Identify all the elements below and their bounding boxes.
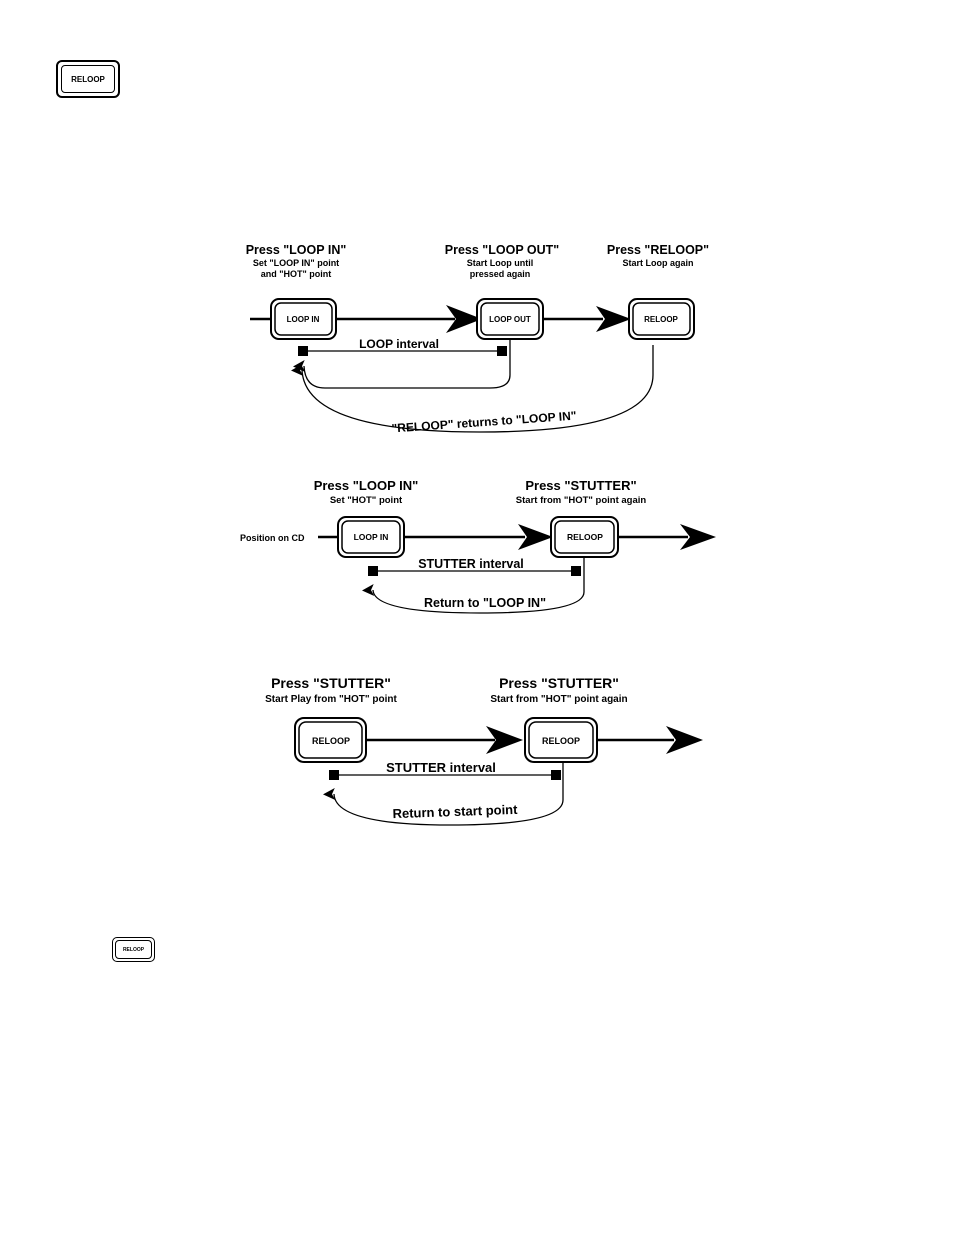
d2-loop-in-button: LOOP IN — [337, 516, 405, 558]
d1-step2-sub2: pressed again — [470, 269, 531, 279]
diagram-stutter-start-point: Press "STUTTER" Start Play from "HOT" po… — [265, 675, 703, 826]
d2-interval-end-marker — [571, 566, 581, 576]
d2-position-label: Position on CD — [240, 533, 305, 543]
d1-step1-sub1: Set "LOOP IN" point — [253, 258, 339, 268]
d1-step1-sub2: and "HOT" point — [261, 269, 332, 279]
reloop-button-small-icon: RELOOP — [112, 937, 155, 962]
d3-step2-sub1: Start from "HOT" point again — [490, 694, 627, 705]
d2-arrow-2 — [680, 524, 716, 550]
d2-return-label: Return to "LOOP IN" — [424, 596, 546, 610]
d3-btn1-label: RELOOP — [312, 736, 350, 746]
reloop-button-label: RELOOP — [61, 65, 115, 93]
d1-loop-in-label: LOOP IN — [287, 315, 320, 324]
d3-interval-start-marker — [329, 770, 339, 780]
d2-loop-in-label: LOOP IN — [354, 532, 389, 542]
d2-interval-start-marker — [368, 566, 378, 576]
d1-interval-start-marker — [298, 346, 308, 356]
d2-step1-title: Press "LOOP IN" — [314, 478, 419, 493]
d1-step1-title: Press "LOOP IN" — [246, 243, 347, 257]
d3-reloop-button-1: RELOOP — [294, 717, 367, 763]
d3-arrow-2 — [666, 726, 703, 754]
d3-arrow-1 — [486, 726, 523, 754]
d2-reloop-label: RELOOP — [567, 532, 603, 542]
d1-reloop-button: RELOOP — [628, 298, 695, 340]
d1-reloop-label: RELOOP — [644, 315, 678, 324]
d1-arrow-1 — [446, 305, 482, 333]
d3-btn2-label: RELOOP — [542, 736, 580, 746]
d1-step2-sub1: Start Loop until — [467, 258, 534, 268]
d3-interval-end-marker — [551, 770, 561, 780]
d3-step1-sub1: Start Play from "HOT" point — [265, 694, 397, 705]
diagram-loop-in-out: Press "LOOP IN" Set "LOOP IN" point and … — [246, 243, 709, 435]
reloop-button-small-label: RELOOP — [115, 940, 152, 959]
d1-step3-title: Press "RELOOP" — [607, 243, 709, 257]
d3-interval-label: STUTTER interval — [386, 760, 496, 775]
d2-interval-label: STUTTER interval — [418, 557, 524, 571]
d3-reloop-button-2: RELOOP — [524, 717, 598, 763]
d1-interval-label: LOOP interval — [359, 337, 439, 351]
d2-step2-sub1: Start from "HOT" point again — [516, 495, 647, 506]
d1-arrow-2 — [596, 306, 631, 332]
d1-loop-out-button: LOOP OUT — [476, 298, 544, 340]
d1-loop-out-label: LOOP OUT — [489, 315, 531, 324]
d1-step3-sub1: Start Loop again — [622, 258, 693, 268]
d3-step1-title: Press "STUTTER" — [271, 675, 391, 691]
d1-interval-end-marker — [497, 346, 507, 356]
reloop-button-icon: RELOOP — [56, 60, 120, 98]
d2-step2-title: Press "STUTTER" — [525, 478, 636, 493]
d3-step2-title: Press "STUTTER" — [499, 675, 619, 691]
d1-loop-in-button: LOOP IN — [270, 298, 337, 340]
d2-arrow-1 — [518, 524, 553, 550]
d2-step1-sub1: Set "HOT" point — [330, 495, 403, 506]
d2-reloop-button: RELOOP — [550, 516, 619, 558]
diagram-stutter-loop-in: Press "LOOP IN" Set "HOT" point Press "S… — [240, 478, 716, 614]
d3-return-label: Return to start point — [392, 802, 518, 821]
d1-step2-title: Press "LOOP OUT" — [445, 243, 560, 257]
